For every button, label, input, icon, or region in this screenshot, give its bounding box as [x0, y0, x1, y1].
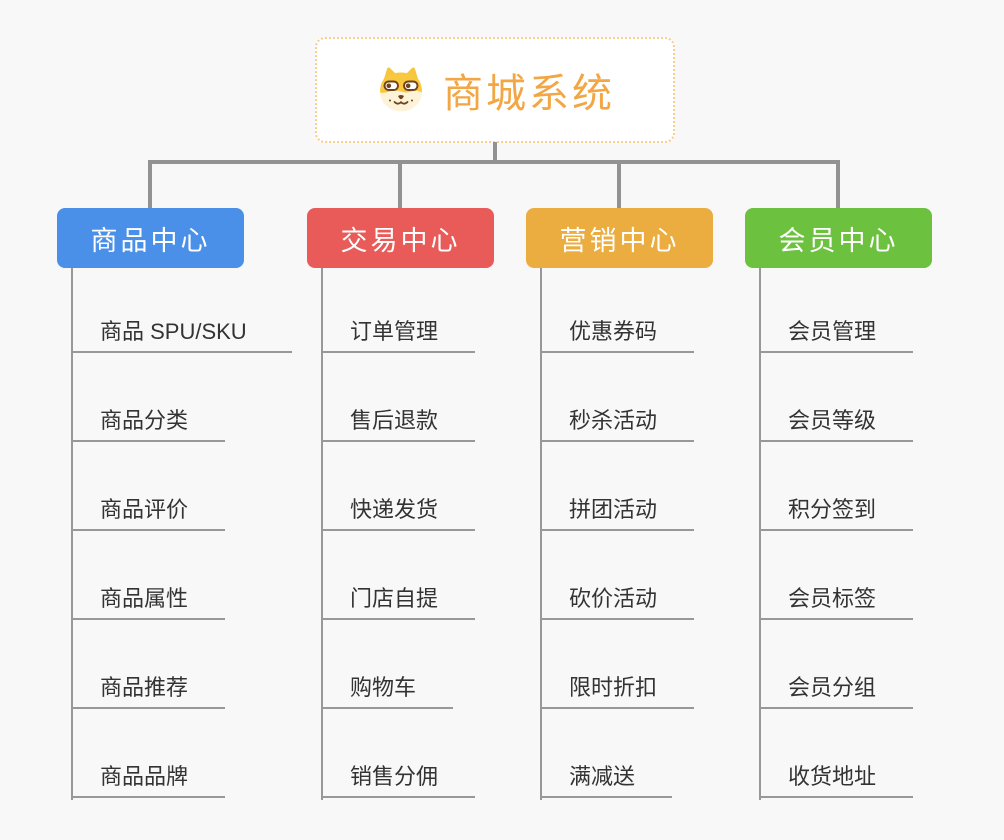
branch-label: 交易中心 — [340, 225, 461, 256]
spine-member-center — [759, 268, 761, 800]
node-item[interactable]: 商品 SPU/SKU — [72, 319, 292, 353]
root-title: 商城系统 — [443, 72, 615, 116]
node-item[interactable]: 商品属性 — [72, 586, 225, 620]
node-item[interactable]: 会员标签 — [760, 586, 913, 620]
root-node[interactable]: 商城系统 — [315, 37, 675, 143]
node-item[interactable]: 订单管理 — [322, 319, 475, 353]
node-item[interactable]: 快递发货 — [322, 497, 475, 531]
node-item[interactable]: 会员管理 — [760, 319, 913, 353]
connector-root-stub — [493, 142, 497, 160]
node-item[interactable]: 砍价活动 — [541, 586, 694, 620]
connector-bar — [148, 160, 840, 164]
node-item[interactable]: 满减送 — [541, 764, 672, 798]
node-item[interactable]: 购物车 — [322, 675, 453, 709]
node-item[interactable]: 拼团活动 — [541, 497, 694, 531]
node-item[interactable]: 门店自提 — [322, 586, 475, 620]
spine-trade-center — [321, 268, 323, 800]
node-item[interactable]: 优惠券码 — [541, 319, 694, 353]
node-item[interactable]: 会员分组 — [760, 675, 913, 709]
node-item[interactable]: 商品评价 — [72, 497, 225, 531]
node-item[interactable]: 商品推荐 — [72, 675, 225, 709]
connector-drop-branch3 — [617, 160, 621, 208]
node-item[interactable]: 会员等级 — [760, 408, 913, 442]
branch-member-center[interactable]: 会员中心 — [745, 208, 932, 268]
branch-label: 会员中心 — [778, 225, 899, 256]
node-item[interactable]: 限时折扣 — [541, 675, 694, 709]
branch-product-center[interactable]: 商品中心 — [57, 208, 244, 268]
branch-label: 营销中心 — [559, 225, 680, 256]
branch-trade-center[interactable]: 交易中心 — [307, 208, 494, 268]
node-item[interactable]: 秒杀活动 — [541, 408, 694, 442]
branch-marketing-center[interactable]: 营销中心 — [526, 208, 713, 268]
dog-face-icon — [375, 67, 427, 113]
node-item[interactable]: 售后退款 — [322, 408, 475, 442]
node-item[interactable]: 积分签到 — [760, 497, 913, 531]
node-item[interactable]: 销售分佣 — [322, 764, 475, 798]
node-item[interactable]: 收货地址 — [760, 764, 913, 798]
node-item[interactable]: 商品分类 — [72, 408, 225, 442]
node-item[interactable]: 商品品牌 — [72, 764, 225, 798]
connector-drop-branch4 — [836, 160, 840, 208]
spine-product-center — [71, 268, 73, 800]
spine-marketing-center — [540, 268, 542, 800]
connector-drop-branch1 — [148, 160, 152, 208]
connector-drop-branch2 — [398, 160, 402, 208]
branch-label: 商品中心 — [90, 225, 211, 256]
